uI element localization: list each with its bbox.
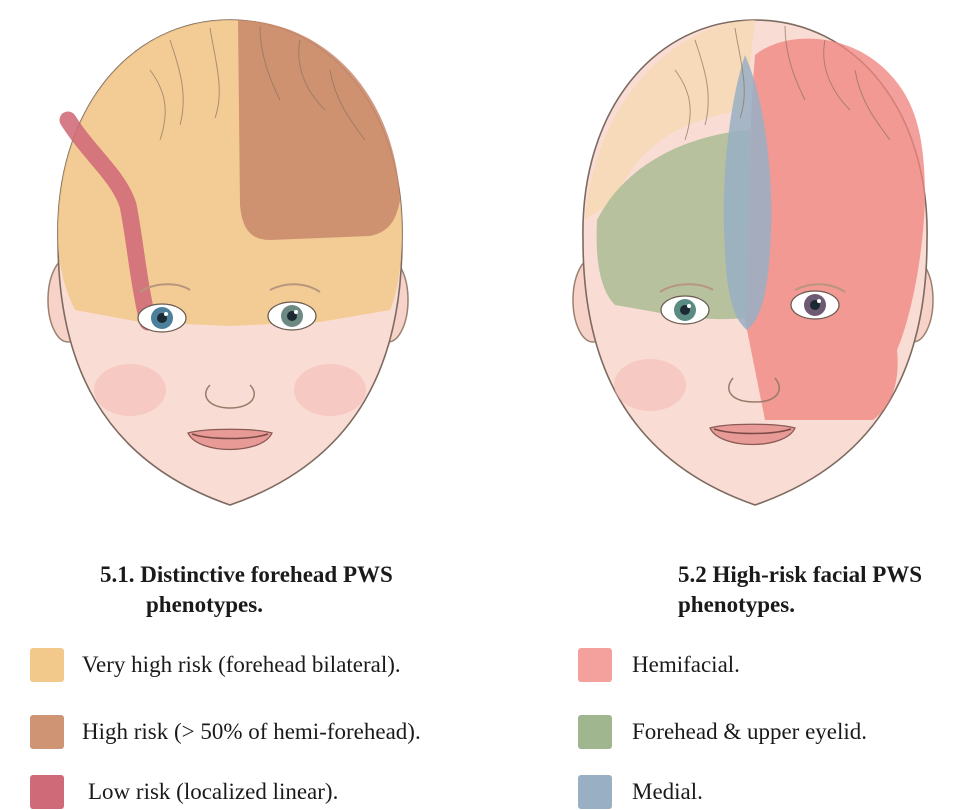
caption-left: 5.1. Distinctive forehead PWS phenotypes… — [100, 560, 480, 620]
legend-label: Very high risk (forehead bilateral). — [82, 652, 401, 678]
medial-swatch — [578, 775, 612, 809]
legend-item-forehead-upper-eyelid: Forehead & upper eyelid. — [578, 715, 867, 749]
legend-label: Hemifacial. — [632, 652, 740, 678]
high-risk-swatch — [30, 715, 64, 749]
legend-label: Medial. — [632, 779, 703, 805]
caption-right: 5.2 High-risk facial PWS phenotypes. — [678, 560, 968, 620]
legend-item-low-risk: Low risk (localized linear). — [30, 775, 338, 809]
caption-right-line2: phenotypes. — [678, 592, 795, 617]
forehead-upper-eyelid-swatch — [578, 715, 612, 749]
legend-item-very-high-risk: Very high risk (forehead bilateral). — [30, 648, 401, 682]
very-high-risk-swatch — [30, 648, 64, 682]
caption-right-line1: 5.2 High-risk facial PWS — [678, 562, 922, 587]
legend-item-high-risk: High risk (> 50% of hemi-forehead). — [30, 715, 421, 749]
legend-label: Forehead & upper eyelid. — [632, 719, 867, 745]
hemifacial-swatch — [578, 648, 612, 682]
high-risk-region — [238, 20, 400, 240]
caption-left-line1: 5.1. Distinctive forehead PWS — [100, 562, 393, 587]
legend-label: Low risk (localized linear). — [88, 779, 338, 805]
low-risk-swatch — [30, 775, 64, 809]
legend-item-medial: Medial. — [578, 775, 703, 809]
legend-label: High risk (> 50% of hemi-forehead). — [82, 719, 421, 745]
right-face-illustration — [555, 0, 955, 520]
legend-item-hemifacial: Hemifacial. — [578, 648, 740, 682]
left-face-illustration — [30, 0, 430, 520]
caption-left-line2: phenotypes. — [100, 590, 480, 620]
